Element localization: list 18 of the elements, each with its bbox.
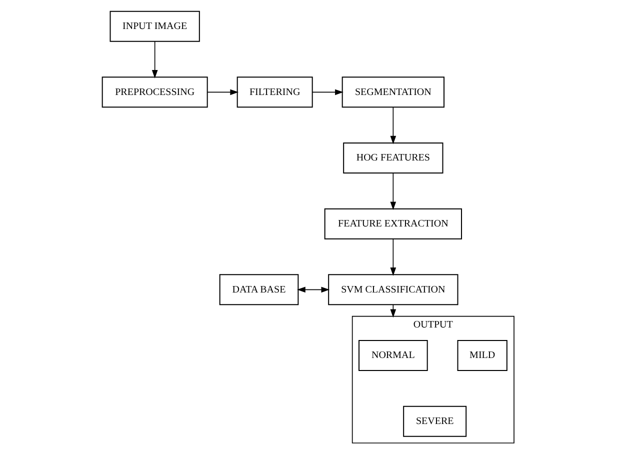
arrow <box>207 89 239 96</box>
node-box: PREPROCESSING <box>102 76 208 108</box>
arrow <box>312 89 344 96</box>
node-box: FILTERING <box>236 76 313 108</box>
node-box: INPUT IMAGE <box>110 10 200 42</box>
node-box: SEGMENTATION <box>342 76 444 108</box>
arrow <box>390 106 396 144</box>
node-box: DATA BASE <box>219 274 299 306</box>
node-box: SEVERE <box>403 406 467 437</box>
node-box: MILD <box>457 340 508 371</box>
node-box: HOG FEATURES <box>343 142 444 174</box>
node-box: SVM CLASSIFICATION <box>328 274 458 306</box>
arrow <box>152 41 158 78</box>
node-box: FEATURE EXTRACTION <box>324 208 462 240</box>
node-box: NORMAL <box>358 340 428 371</box>
arrow <box>297 286 330 293</box>
arrow <box>390 238 396 276</box>
arrow <box>390 172 396 210</box>
